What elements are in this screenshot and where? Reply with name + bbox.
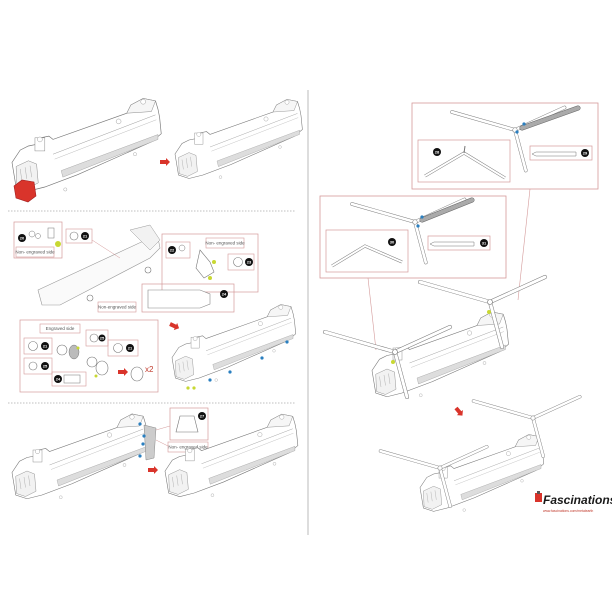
part-number: 29 <box>583 151 588 156</box>
part-number: 22 <box>170 248 175 253</box>
part-number: 20 <box>20 236 25 241</box>
callout-box <box>161 233 259 293</box>
step-arrow <box>160 158 170 166</box>
brand-name: Fascinations <box>543 493 612 507</box>
part-number: 27 <box>200 414 205 419</box>
callout-box <box>141 283 235 313</box>
step-arrow <box>452 405 466 419</box>
fuselage-after <box>174 99 303 179</box>
part-number: 25 <box>43 364 48 369</box>
chinook-final <box>419 434 545 512</box>
part-number: 25 <box>100 336 105 341</box>
brand-logo: Fascinations www.fascinations.com/metale… <box>535 491 612 513</box>
part-number: 28 <box>435 150 440 155</box>
callout-label: Non-engraved side <box>98 305 137 310</box>
chinook-with-rotors <box>371 311 509 398</box>
part-number: 21 <box>128 346 133 351</box>
rotor-callout-box <box>319 195 507 279</box>
part-number: 30 <box>390 240 395 245</box>
step-a <box>11 98 303 203</box>
rotor-step: 28 29 30 31 <box>319 102 599 512</box>
step-arrow <box>168 320 181 332</box>
callout-box <box>169 407 209 441</box>
part-number: 24 <box>56 377 61 382</box>
part-number: 31 <box>482 241 487 246</box>
part-number: 23 <box>247 260 252 265</box>
wheel-assembled <box>130 366 144 382</box>
hub-callout <box>417 139 511 183</box>
step-c: 27 Non- engraved side <box>11 407 299 500</box>
rotor-callout-box <box>411 102 599 190</box>
fuselage-before <box>11 98 162 192</box>
rear-ramp-part <box>143 424 157 461</box>
part-number: 21 <box>43 344 48 349</box>
hub-callout <box>325 229 409 273</box>
callout-label: Non- engraved side <box>168 445 208 450</box>
callout-label: Non- engraved side <box>15 250 55 255</box>
callout-label: Non- engraved side <box>205 241 245 246</box>
red-nose-part <box>13 179 37 203</box>
wheel-callout-box <box>19 319 159 393</box>
logo-icon <box>535 493 542 502</box>
step-arrow <box>148 466 158 474</box>
brand-url: www.fascinations.com/metalearth <box>543 509 593 513</box>
part-number: 24 <box>222 292 227 297</box>
step-arrow <box>118 368 128 376</box>
callout-label: Engraved side <box>46 326 75 331</box>
fuselage-with-floor <box>171 304 297 382</box>
step-b: 20 21 Non- engraved side 22 Non- engrave… <box>13 221 297 393</box>
multiplier-label: x2 <box>145 365 154 374</box>
part-number: 21 <box>83 234 88 239</box>
callout-box <box>13 221 63 259</box>
fuselage-before <box>11 413 149 500</box>
